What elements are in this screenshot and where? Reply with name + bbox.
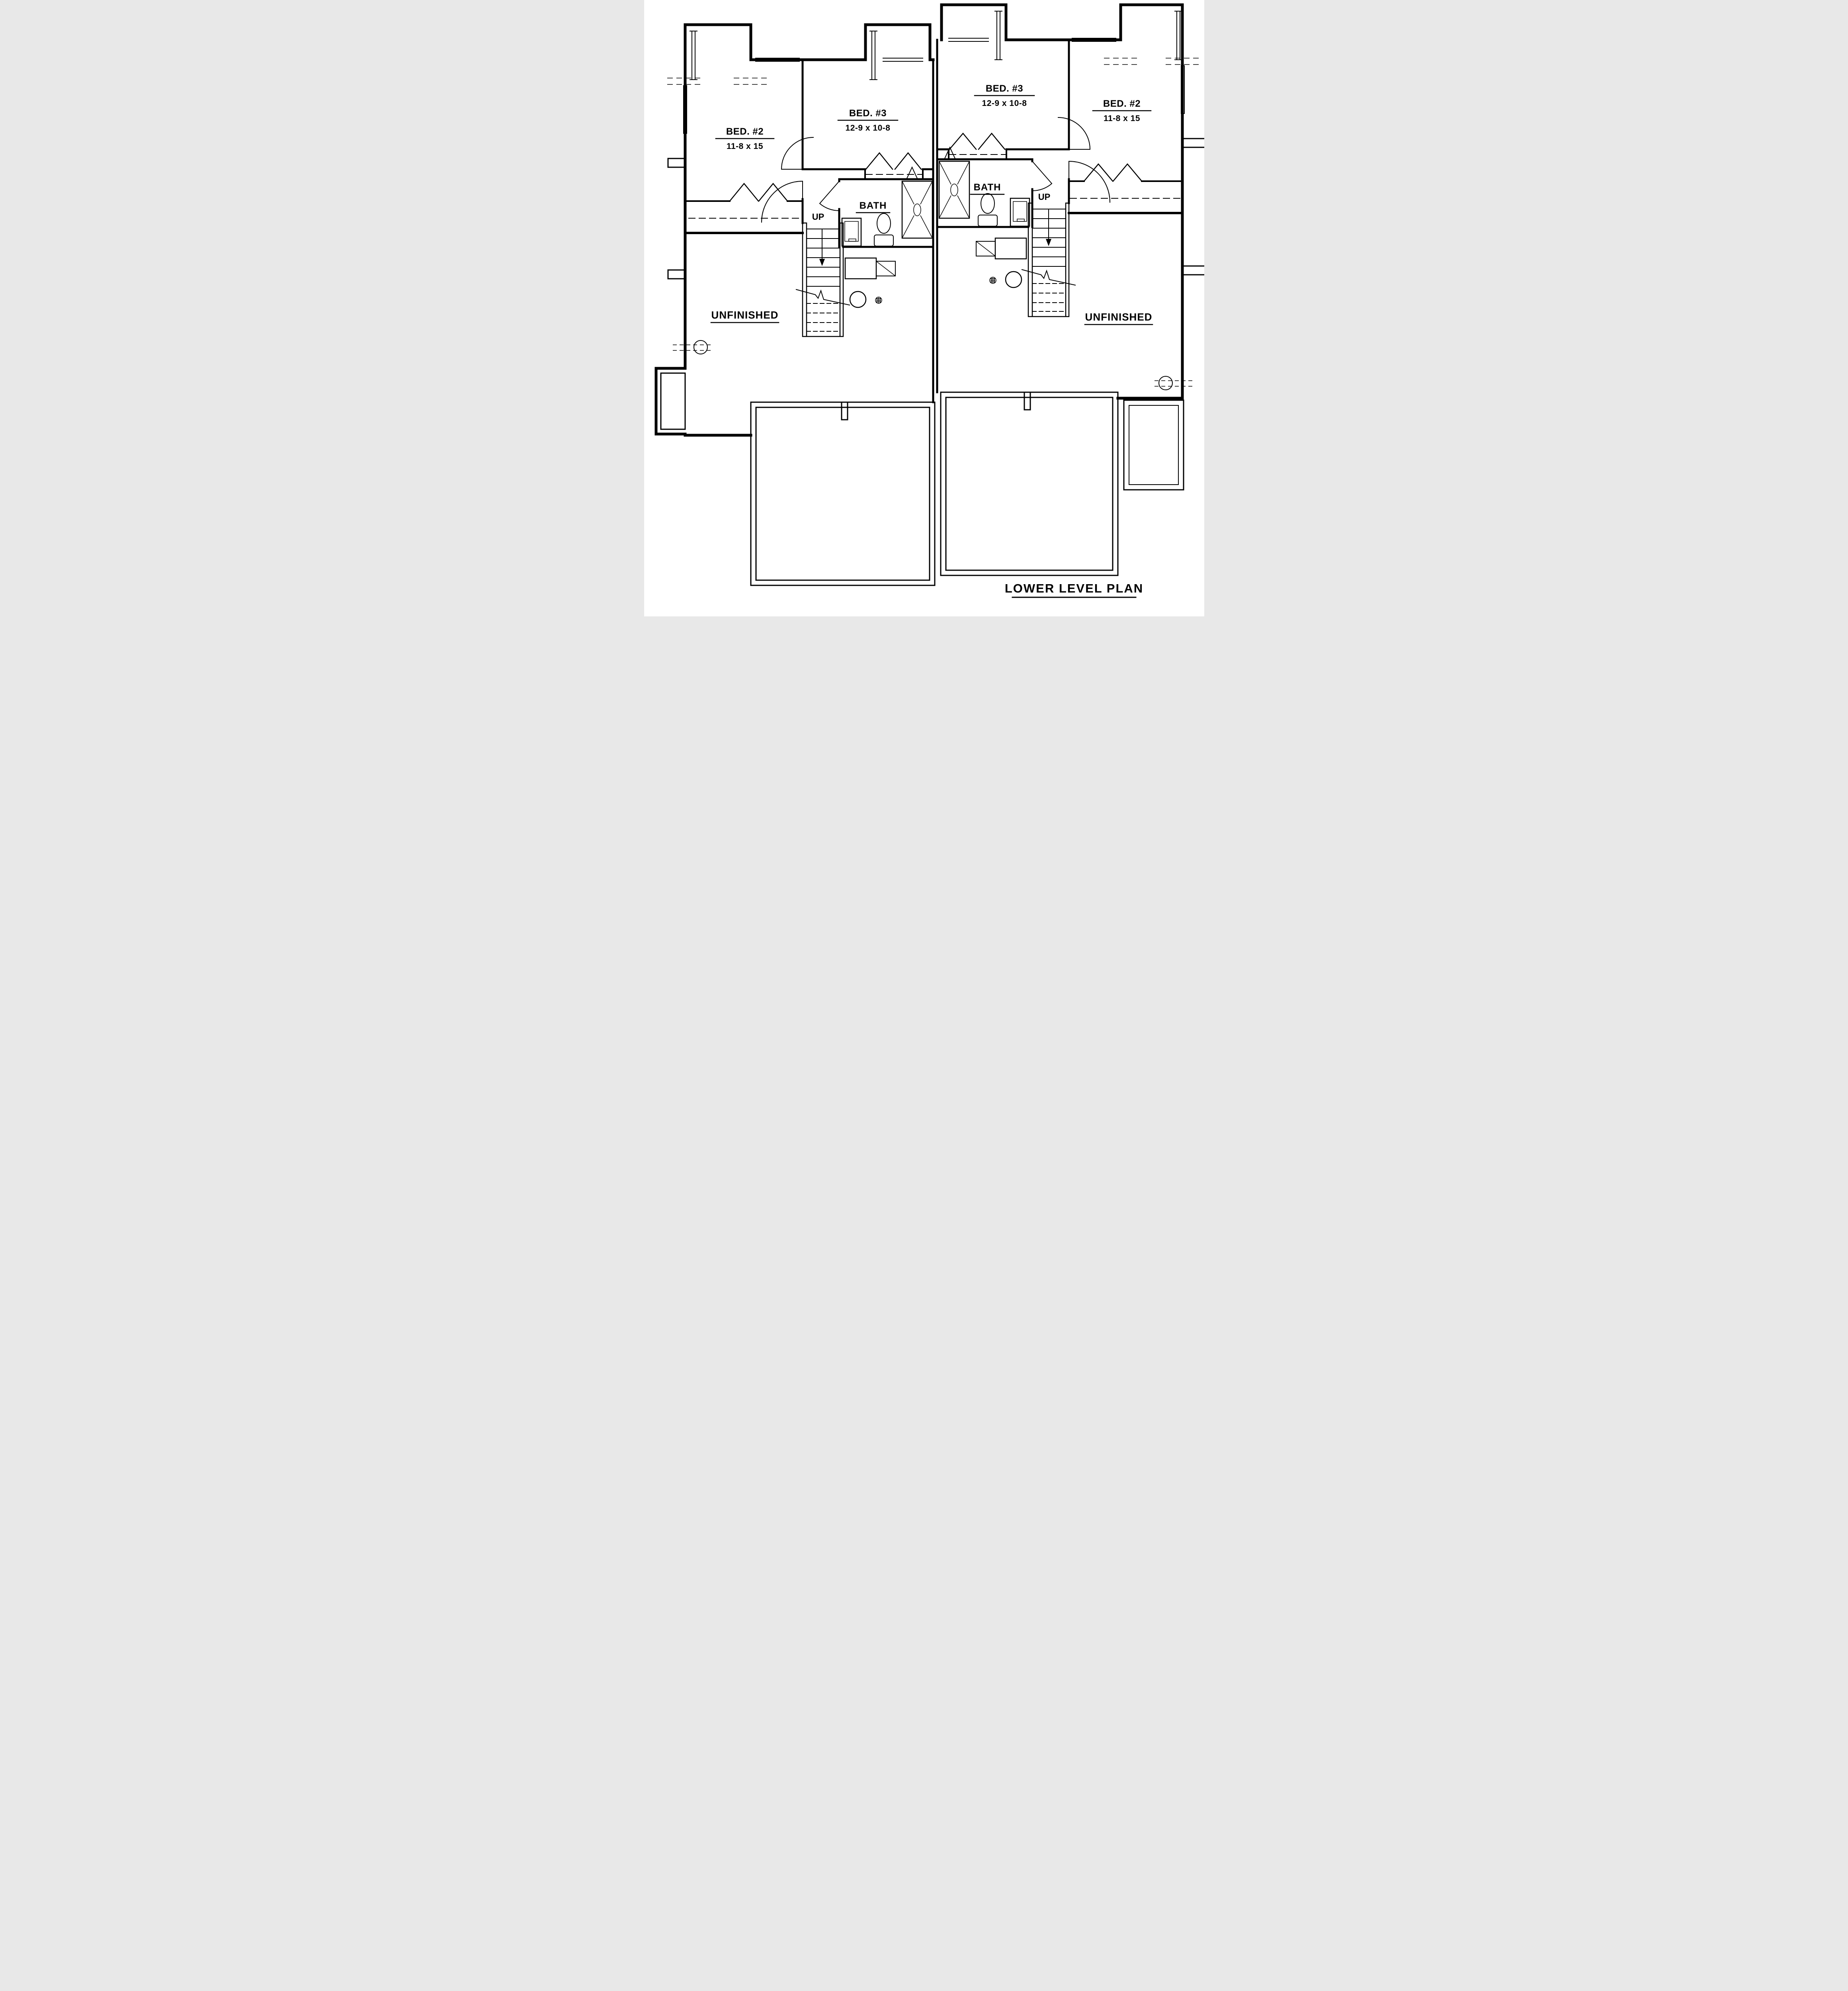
left-unit-interior-walls [684,59,934,248]
bifold-closet-doors [948,133,1181,199]
left-unfinished-label: UNFINISHED [710,309,779,323]
stairs-up [1021,202,1076,317]
window-well [660,372,686,430]
furnace [844,257,896,280]
floor-drain [989,277,996,284]
floor-drain [875,297,882,304]
toilet [873,213,894,246]
room-dims: 11-8 x 15 [726,142,763,151]
room-name: BED. #2 [1103,98,1140,109]
right-bath-label: BATH [970,182,1004,195]
right-unit: BED. #3 12-9 x 10-8 BED. #2 11-8 x 15 BA… [937,3,1204,576]
window [683,31,923,134]
right-bed3-label: BED. #3 12-9 x 10-8 [974,83,1035,108]
beam-dashed-line [667,78,768,85]
foundation-stub [1182,138,1204,276]
beam-dashed-line [1104,58,1200,65]
room-dims: 12-9 x 10-8 [845,123,890,133]
window [948,11,1185,114]
stairs-up [795,222,850,337]
left-unit-exterior-walls [654,23,938,437]
furnace [975,237,1027,260]
sump-pit [1154,376,1193,390]
room-name: BATH [859,200,887,211]
bifold-closet-doors [688,152,922,219]
water-heater [1005,271,1022,288]
window-well [1123,399,1184,491]
right-unfinished-label: UNFINISHED [1084,311,1153,325]
sink-vanity [841,217,861,247]
plan-title-text: LOWER LEVEL PLAN [1004,581,1143,595]
room-dims: 11-8 x 15 [1103,114,1140,123]
area-name: UNFINISHED [1085,311,1152,323]
left-bed2-label: BED. #2 11-8 x 15 [715,126,774,151]
foundation-stub [667,158,686,280]
door-swing [1031,117,1110,203]
garage [750,401,935,586]
right-unit-interior-walls [937,39,1184,228]
left-up-label: UP [812,212,824,222]
right-unit-exterior-walls [940,3,1184,400]
right-bed2-label: BED. #2 11-8 x 15 [1092,98,1151,123]
sink-vanity [1010,198,1030,227]
sump-pit [672,340,711,354]
shower [901,166,933,239]
door-swing [761,137,840,223]
water-heater [849,291,866,308]
left-unit: BED. #2 11-8 x 15 BED. #3 12-9 x 10-8 BA… [654,23,938,586]
room-name: BED. #3 [985,83,1023,94]
plan-title: LOWER LEVEL PLAN [1004,581,1143,598]
left-bed3-label: BED. #3 12-9 x 10-8 [837,108,898,133]
room-name: BED. #2 [726,126,763,137]
room-name: BATH [973,182,1001,193]
garage [940,391,1118,576]
area-name: UNFINISHED [711,309,778,321]
shower [938,146,970,219]
right-up-label: UP [1038,192,1050,202]
toilet [977,193,998,227]
left-bath-label: BATH [856,200,890,213]
lower-level-plan-drawing: BED. #2 11-8 x 15 BED. #3 12-9 x 10-8 BA… [654,3,1204,598]
floor-plan-sheet: BED. #2 11-8 x 15 BED. #3 12-9 x 10-8 BA… [644,0,1204,616]
room-name: BED. #3 [849,108,886,119]
room-dims: 12-9 x 10-8 [982,99,1027,108]
